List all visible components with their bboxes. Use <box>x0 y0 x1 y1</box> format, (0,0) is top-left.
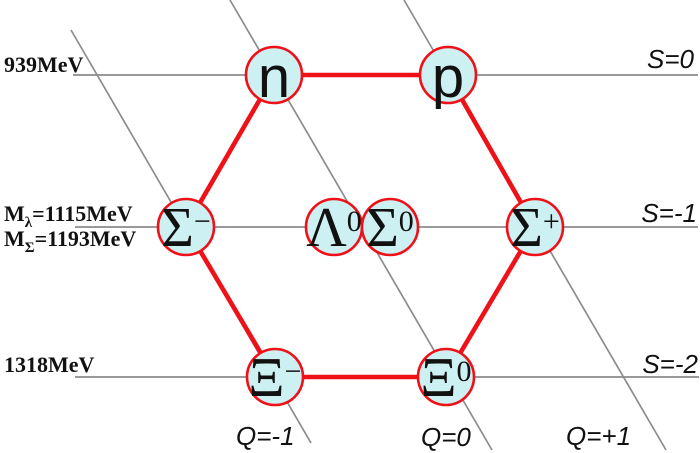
particle-label: n <box>258 45 290 110</box>
particle-label: Ξ0 <box>420 347 471 409</box>
particle-xi-minus: Ξ− <box>245 347 305 409</box>
particle-label: Σ0 <box>366 197 414 259</box>
strangeness-label-s0: S=0 <box>647 44 695 74</box>
particle-circle <box>418 45 478 105</box>
particle-circle <box>360 197 420 257</box>
particle-xi-zero: Ξ0 <box>416 347 476 409</box>
charge-label-q-1: Q=-1 <box>236 421 295 451</box>
particle-label: Ξ− <box>249 347 302 409</box>
strangeness-label-s-2: S=-2 <box>642 349 698 379</box>
particle-circle <box>245 347 305 407</box>
particle-neutron: n <box>244 45 304 110</box>
particle-sigma-minus: Σ− <box>156 197 216 259</box>
particle-lambda-zero: Λ0 <box>304 197 364 259</box>
mass-label-sigma-1193mev: MΣ=1193MeV <box>4 226 136 256</box>
particle-circle <box>505 197 565 257</box>
mass-label-lambda-1115mev: Mλ=1115MeV <box>4 201 133 231</box>
particle-proton: p <box>418 45 478 110</box>
mass-label-939mev: 939MeV <box>4 52 84 77</box>
particle-label: Λ0 <box>306 197 362 259</box>
charge-label-q+1: Q=+1 <box>566 421 631 451</box>
mass-label-1318mev: 1318MeV <box>4 352 95 377</box>
particle-circle <box>156 197 216 257</box>
particle-circle <box>244 45 304 105</box>
strangeness-label-s-1: S=-1 <box>641 198 697 228</box>
particle-sigma-zero: Σ0 <box>360 197 420 259</box>
charge-label-q0: Q=0 <box>421 422 471 452</box>
particle-label: Σ+ <box>510 197 560 259</box>
particle-circle <box>416 347 476 407</box>
particle-sigma-plus: Σ+ <box>505 197 565 259</box>
particle-label: p <box>432 45 464 110</box>
particle-label: Σ− <box>161 197 211 259</box>
